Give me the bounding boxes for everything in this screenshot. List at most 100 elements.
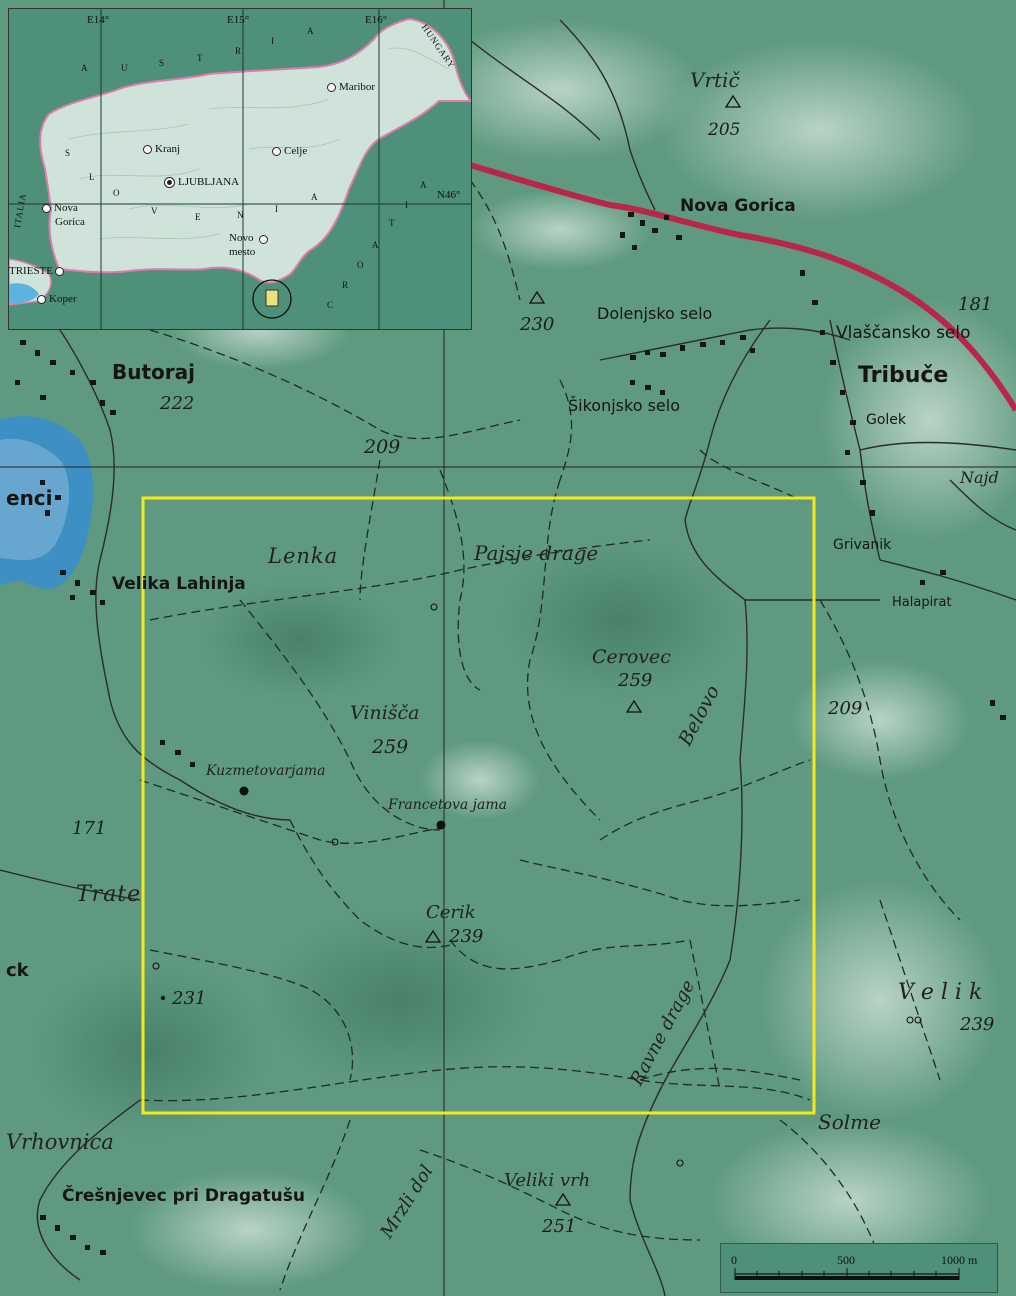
city-nova-gorica-line2: Gorica [55, 216, 85, 228]
elev-veliki-vrh: 251 [542, 1216, 577, 1237]
label-ck: ck [6, 960, 29, 981]
label-vrhovnica: Vrhovnica [6, 1130, 114, 1154]
elev-cerovec: 259 [618, 670, 653, 691]
label-trate: Trate [76, 882, 142, 907]
label-venci: enci [6, 486, 53, 510]
city-name: Koper [49, 293, 77, 305]
label-solme: Solme [818, 1110, 881, 1134]
slovenia-letter: E [195, 212, 201, 222]
label-nova-gorica: Nova Gorica [680, 196, 796, 216]
elev-231: 231 [172, 988, 207, 1009]
slovenia-letter: I [275, 204, 278, 214]
slovenia-letter: V [151, 206, 158, 216]
inset-lon-e16: E16° [365, 14, 388, 26]
study-area-locator [265, 289, 279, 307]
croatia-letter: T [389, 218, 395, 228]
city-dot-icon [259, 234, 268, 244]
label-halapirat: Halapirat [892, 595, 952, 610]
elev-209-east: 209 [828, 698, 863, 719]
city-dot-icon [272, 146, 281, 156]
croatia-letter: R [342, 280, 349, 290]
label-lenka: Lenka [268, 544, 339, 568]
slovenia-letter: S [65, 148, 71, 158]
elev-cerik: 239 [449, 926, 484, 947]
scale-bar: 0 500 1000 m [720, 1243, 998, 1293]
label-kuzmetovarjama: Kuzmetovarjama [206, 763, 326, 779]
capital-icon [164, 177, 175, 188]
kuzmetovarjama-cave-marker [239, 786, 249, 796]
label-pajsje-drage: Pajsje drage [474, 541, 599, 565]
local-roads [0, 19, 1016, 1296]
scale-label-0: 0 [731, 1253, 737, 1267]
scale-label-1000: 1000 m [941, 1253, 978, 1267]
inset-lon-e15: E15° [227, 14, 250, 26]
label-vinisca: Vinišča [350, 702, 420, 724]
elev-181: 181 [958, 294, 993, 315]
city-dot-icon [42, 203, 51, 213]
terrain-shading [30, 20, 1016, 1290]
slovenia-letter: N [237, 210, 244, 220]
label-tribuce: Tribuče [858, 363, 949, 388]
slovenia-letter: A [311, 192, 318, 202]
label-sikonjsko-selo: Šikonjsko selo [568, 396, 680, 415]
austria-letter: A [307, 26, 314, 36]
croatia-letter: A [372, 240, 379, 250]
city-ljubljana: LJUBLJANA [164, 177, 239, 188]
city-trieste: TRIESTE [9, 266, 67, 277]
study-area-locator-circle [252, 279, 292, 319]
settlement-buildings [15, 212, 1006, 1255]
study-area-frame [141, 496, 816, 1115]
label-najd: Najd [960, 468, 999, 487]
inset-map-graphic [9, 9, 471, 329]
elev-velik: 239 [960, 1014, 995, 1035]
label-francetova-jama: Francetova jama [388, 797, 507, 813]
croatia-letter: C [327, 300, 334, 310]
croatia-letter: A [420, 180, 427, 190]
austria-letter: R [235, 46, 242, 56]
elev-vinisca: 259 [372, 736, 409, 758]
austria-letter: A [81, 63, 88, 73]
city-name: Nova [54, 202, 78, 214]
city-koper: Koper [37, 294, 77, 305]
slovenia-land [39, 17, 471, 284]
scale-label-500: 500 [837, 1253, 855, 1267]
city-name: TRIESTE [9, 265, 53, 277]
elev-209-north: 209 [364, 436, 401, 458]
label-velik: V e l i k [898, 980, 983, 1005]
label-vrtic: Vrtič [690, 68, 740, 92]
austria-letter: T [197, 53, 203, 63]
austria-letter: S [159, 58, 165, 68]
city-dot-icon [143, 144, 152, 154]
elev-vrtic: 205 [708, 120, 741, 140]
slovenia-letter: L [89, 172, 95, 182]
croatia-letter: I [405, 200, 408, 210]
elev-230: 230 [520, 314, 555, 335]
city-dot-icon [327, 82, 336, 92]
city-name: Kranj [155, 143, 181, 155]
city-celje: Celje [272, 146, 307, 157]
forest-tracks [139, 179, 961, 1291]
label-golek: Golek [866, 412, 907, 428]
city-maribor: Maribor [327, 82, 375, 93]
trig-point-markers [424, 94, 742, 1206]
label-cerik: Cerik [426, 902, 476, 923]
label-cerovec: Cerovec [592, 646, 671, 668]
label-cresnjevec: Črešnjevec pri Dragatušu [62, 1186, 305, 1206]
francetova-jama-cave-marker [436, 820, 446, 830]
city-name: Maribor [339, 81, 376, 93]
inset-lon-e14: E14° [87, 14, 110, 26]
main-road [469, 162, 1016, 412]
label-butoraj: Butoraj [112, 360, 195, 384]
city-name: LJUBLJANA [178, 176, 240, 189]
city-novo-mesto-line2: mesto [229, 246, 256, 258]
city-dot-icon [37, 294, 46, 304]
city-name: Celje [284, 145, 308, 157]
elev-butoraj: 222 [160, 393, 195, 414]
scale-ticks [734, 1268, 960, 1280]
city-kranj: Kranj [143, 144, 180, 155]
elev-171: 171 [72, 818, 107, 839]
austria-letter: I [271, 36, 274, 46]
city-nova-gorica: Nova [42, 203, 78, 214]
spring-symbols [152, 603, 922, 1167]
